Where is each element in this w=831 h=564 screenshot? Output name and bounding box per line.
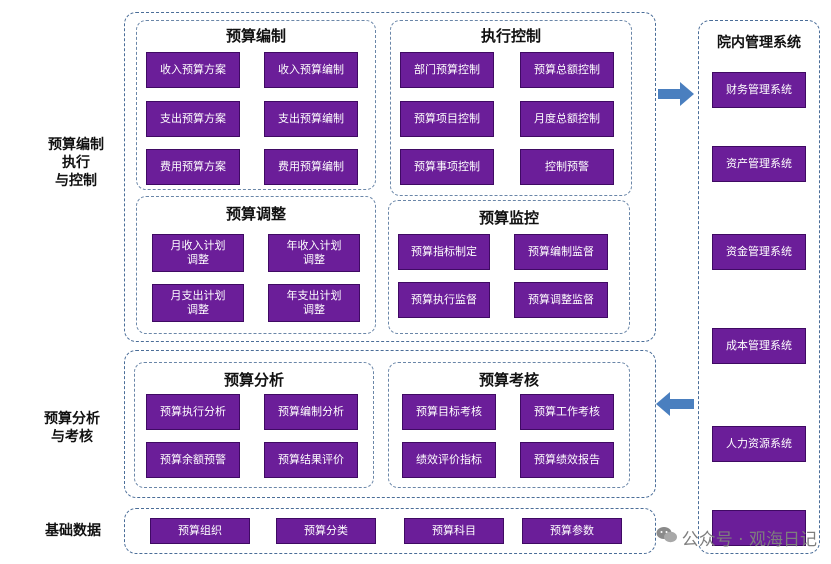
- group-execute-title: 执行控制: [480, 27, 541, 45]
- group-adjust-title: 预算调整: [225, 205, 286, 223]
- adjust-item[interactable]: 年支出计划 调整: [268, 284, 360, 322]
- group-execute: 执行控制: [390, 20, 632, 196]
- internal-item[interactable]: 成本管理系统: [712, 328, 806, 364]
- monitor-item[interactable]: 预算执行监督: [398, 282, 490, 318]
- arrow-left-icon: [656, 392, 694, 416]
- compile-item[interactable]: 费用预算编制: [264, 149, 358, 185]
- side-label-basic: 基础数据: [45, 523, 101, 539]
- compile-item[interactable]: 支出预算编制: [264, 101, 358, 137]
- execute-item[interactable]: 控制预警: [520, 149, 614, 185]
- group-assess-title: 预算考核: [478, 371, 539, 389]
- group-adjust: 预算调整: [136, 196, 376, 334]
- monitor-item[interactable]: 预算编制监督: [514, 234, 608, 270]
- compile-item[interactable]: 费用预算方案: [146, 149, 240, 185]
- group-analyze-title: 预算分析: [223, 371, 284, 389]
- budget-control-frame: [124, 12, 656, 342]
- execute-item[interactable]: 预算总额控制: [520, 52, 614, 88]
- group-monitor-title: 预算监控: [478, 209, 539, 227]
- side-label-budget-control: 预算编制 执行 与控制: [48, 137, 104, 189]
- side-label-analysis: 预算分析 与考核: [44, 411, 100, 445]
- internal-item[interactable]: 资金管理系统: [712, 234, 806, 270]
- group-assess: 预算考核: [388, 362, 630, 488]
- basic-item[interactable]: 预算参数: [522, 518, 622, 544]
- internal-system-frame: [698, 20, 820, 554]
- assess-item[interactable]: 预算工作考核: [520, 394, 614, 430]
- analyze-item[interactable]: 预算执行分析: [146, 394, 240, 430]
- group-analyze: 预算分析: [134, 362, 374, 488]
- monitor-item[interactable]: 预算指标制定: [398, 234, 490, 270]
- analyze-item[interactable]: 预算结果评价: [264, 442, 358, 478]
- group-compile: 预算编制: [136, 20, 376, 190]
- basic-item[interactable]: 预算组织: [150, 518, 250, 544]
- assess-item[interactable]: 预算目标考核: [402, 394, 496, 430]
- compile-item[interactable]: 支出预算方案: [146, 101, 240, 137]
- internal-item[interactable]: [712, 510, 806, 546]
- analysis-frame: [124, 350, 656, 498]
- compile-item[interactable]: 收入预算方案: [146, 52, 240, 88]
- execute-item[interactable]: 预算项目控制: [400, 101, 494, 137]
- assess-item[interactable]: 绩效评价指标: [402, 442, 496, 478]
- monitor-item[interactable]: 预算调整监督: [514, 282, 608, 318]
- adjust-item[interactable]: 月支出计划 调整: [152, 284, 244, 322]
- group-monitor: 预算监控: [388, 200, 630, 334]
- internal-item[interactable]: 资产管理系统: [712, 146, 806, 182]
- basic-item[interactable]: 预算分类: [276, 518, 376, 544]
- assess-item[interactable]: 预算绩效报告: [520, 442, 614, 478]
- compile-item[interactable]: 收入预算编制: [264, 52, 358, 88]
- execute-item[interactable]: 预算事项控制: [400, 149, 494, 185]
- watermark-text: 公众号 · 观海日记: [681, 530, 817, 550]
- basic-item[interactable]: 预算科目: [404, 518, 504, 544]
- internal-item[interactable]: 财务管理系统: [712, 72, 806, 108]
- analyze-item[interactable]: 预算余额预警: [146, 442, 240, 478]
- watermark: 公众号 · 观海日记: [656, 525, 817, 550]
- adjust-item[interactable]: 月收入计划 调整: [152, 234, 244, 272]
- execute-item[interactable]: 部门预算控制: [400, 52, 494, 88]
- arrow-right-icon: [658, 82, 694, 106]
- analyze-item[interactable]: 预算编制分析: [264, 394, 358, 430]
- group-compile-title: 预算编制: [225, 27, 286, 45]
- internal-title: 院内管理系统: [717, 35, 801, 51]
- internal-item[interactable]: 人力资源系统: [712, 426, 806, 462]
- execute-item[interactable]: 月度总额控制: [520, 101, 614, 137]
- adjust-item[interactable]: 年收入计划 调整: [268, 234, 360, 272]
- wechat-icon: [656, 526, 678, 549]
- basic-data-frame: [124, 508, 656, 554]
